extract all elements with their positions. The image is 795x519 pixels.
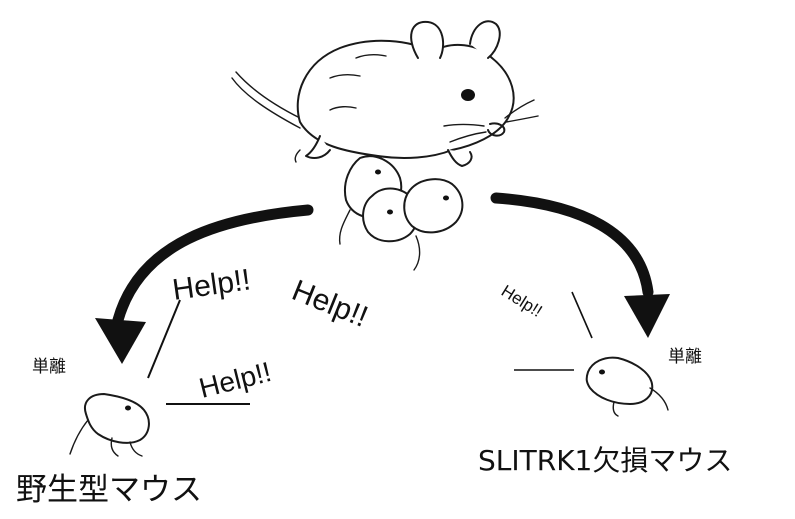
wildtype-label: 野生型マウス — [16, 472, 202, 508]
separation-label-left: 単離 — [32, 357, 66, 377]
help-call-1: Help!! — [170, 263, 252, 307]
wildtype-pup — [69, 393, 150, 457]
knockout-label: SLITRK1欠損マウス — [478, 444, 732, 477]
arrow-to-knockout — [490, 192, 670, 338]
help-call-2: Help!! — [287, 274, 372, 334]
pups-cluster — [338, 155, 464, 271]
mother-mouse — [231, 20, 539, 167]
wildtype-calls: Help!! Help!! Help!! — [147, 263, 372, 405]
knockout-calls: Help!! — [498, 281, 593, 371]
help-call-3: Help!! — [196, 356, 274, 404]
arrow-to-wildtype — [95, 204, 314, 364]
separation-label-right: 単離 — [668, 347, 702, 367]
knockout-pup — [585, 356, 669, 417]
help-call-knockout: Help!! — [498, 281, 546, 321]
